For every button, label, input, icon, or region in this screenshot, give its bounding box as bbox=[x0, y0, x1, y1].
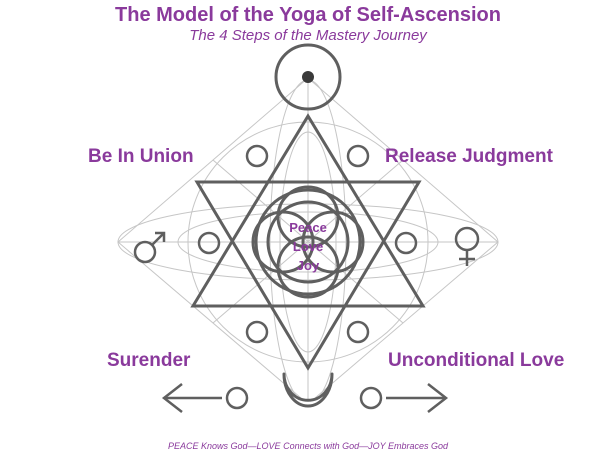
page-subtitle: The 4 Steps of the Mastery Journey bbox=[189, 27, 427, 44]
upward-triangle bbox=[190, 113, 426, 308]
footer-caption: PEACE Knows God—LOVE Connects with God—J… bbox=[168, 441, 448, 451]
step-label-be-in-union: Be In Union bbox=[88, 146, 194, 167]
center-word-love: Love bbox=[292, 239, 324, 254]
sun-circle-icon bbox=[274, 43, 342, 111]
center-word-joy: Joy bbox=[296, 258, 320, 273]
left-arrow-icon bbox=[161, 383, 222, 413]
central-rosette bbox=[251, 185, 365, 299]
venus-icon bbox=[454, 226, 480, 266]
center-word-peace: Peace bbox=[289, 220, 327, 235]
mars-icon bbox=[133, 231, 166, 264]
step-label-surrender: Surender bbox=[107, 350, 191, 371]
crescent-moon-icon bbox=[282, 372, 334, 408]
page-title: The Model of the Yoga of Self-Ascension bbox=[115, 4, 501, 26]
downward-triangle bbox=[194, 180, 422, 371]
satellite-circles bbox=[197, 144, 418, 410]
step-label-unconditional-love: Unconditional Love bbox=[388, 350, 565, 371]
step-label-release-judgment: Release Judgment bbox=[385, 146, 553, 167]
right-arrow-icon bbox=[386, 383, 449, 413]
